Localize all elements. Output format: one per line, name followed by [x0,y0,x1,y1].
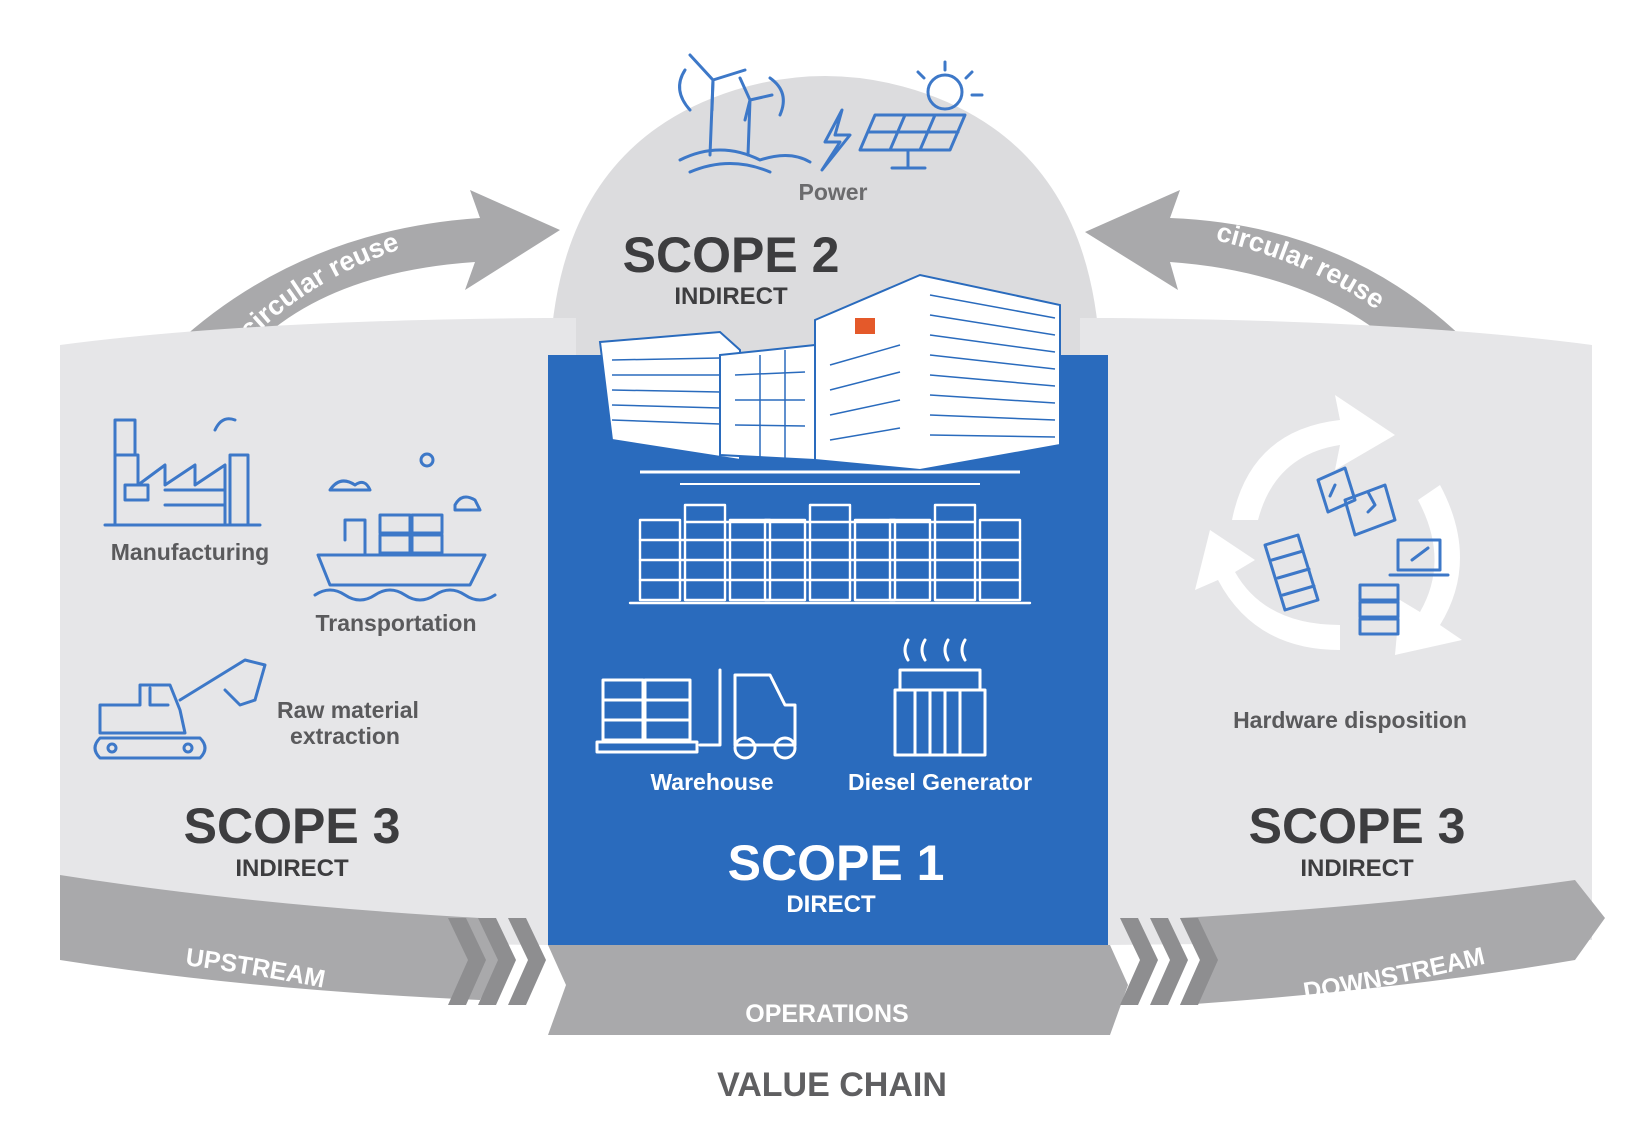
diesel-generator-icon [893,638,987,757]
scope3-left-title: SCOPE 3 [184,798,401,854]
manufacturing-label: Manufacturing [111,539,269,565]
datacenter-building-icon [598,273,1061,485]
wind-turbines-icon [678,53,812,174]
scope3-right-panel [1108,318,1592,945]
warehouse-label: Warehouse [650,769,773,795]
operations-band [548,945,1128,1035]
hardware-disposition-label: Hardware disposition [1233,707,1467,733]
solar-panel-icon [858,60,984,170]
panel-gap-right [1080,318,1108,358]
transportation-label: Transportation [315,610,476,636]
scope3-left-subtitle: INDIRECT [235,855,349,882]
hardware-devices-icon [1263,466,1450,636]
diesel-generator-label: Diesel Generator [848,769,1032,795]
forklift-icon [595,668,797,760]
scope2-subtitle: INDIRECT [674,283,788,310]
excavator-icon [93,658,267,760]
chevrons-right [1120,918,1218,1005]
raw-material-label-line1: Raw material [277,697,419,723]
scope3-right-title: SCOPE 3 [1249,798,1466,854]
raw-material-label-line2: extraction [290,723,400,749]
value-chain-band: UPSTREAM OPERATIONS DOWNSTREAM [60,875,1605,1035]
power-label: Power [798,179,867,205]
upstream-band [60,875,505,1000]
downstream-band [1180,880,1605,1005]
scope1-subtitle: DIRECT [786,891,876,918]
chevrons-left [448,918,546,1005]
server-rack-icon [628,503,1032,605]
recycle-arrows-icon [1195,395,1462,655]
cargo-ship-icon [313,452,497,602]
scope1-title: SCOPE 1 [728,835,945,891]
scope3-right-subtitle: INDIRECT [1300,855,1414,882]
panel-gap-left [548,318,576,358]
operations-label: OPERATIONS [745,1000,908,1028]
factory-icon [103,417,262,527]
lightning-bolt-icon [820,108,852,172]
value-chain-caption: VALUE CHAIN [717,1066,947,1104]
scope2-title: SCOPE 2 [623,227,840,283]
